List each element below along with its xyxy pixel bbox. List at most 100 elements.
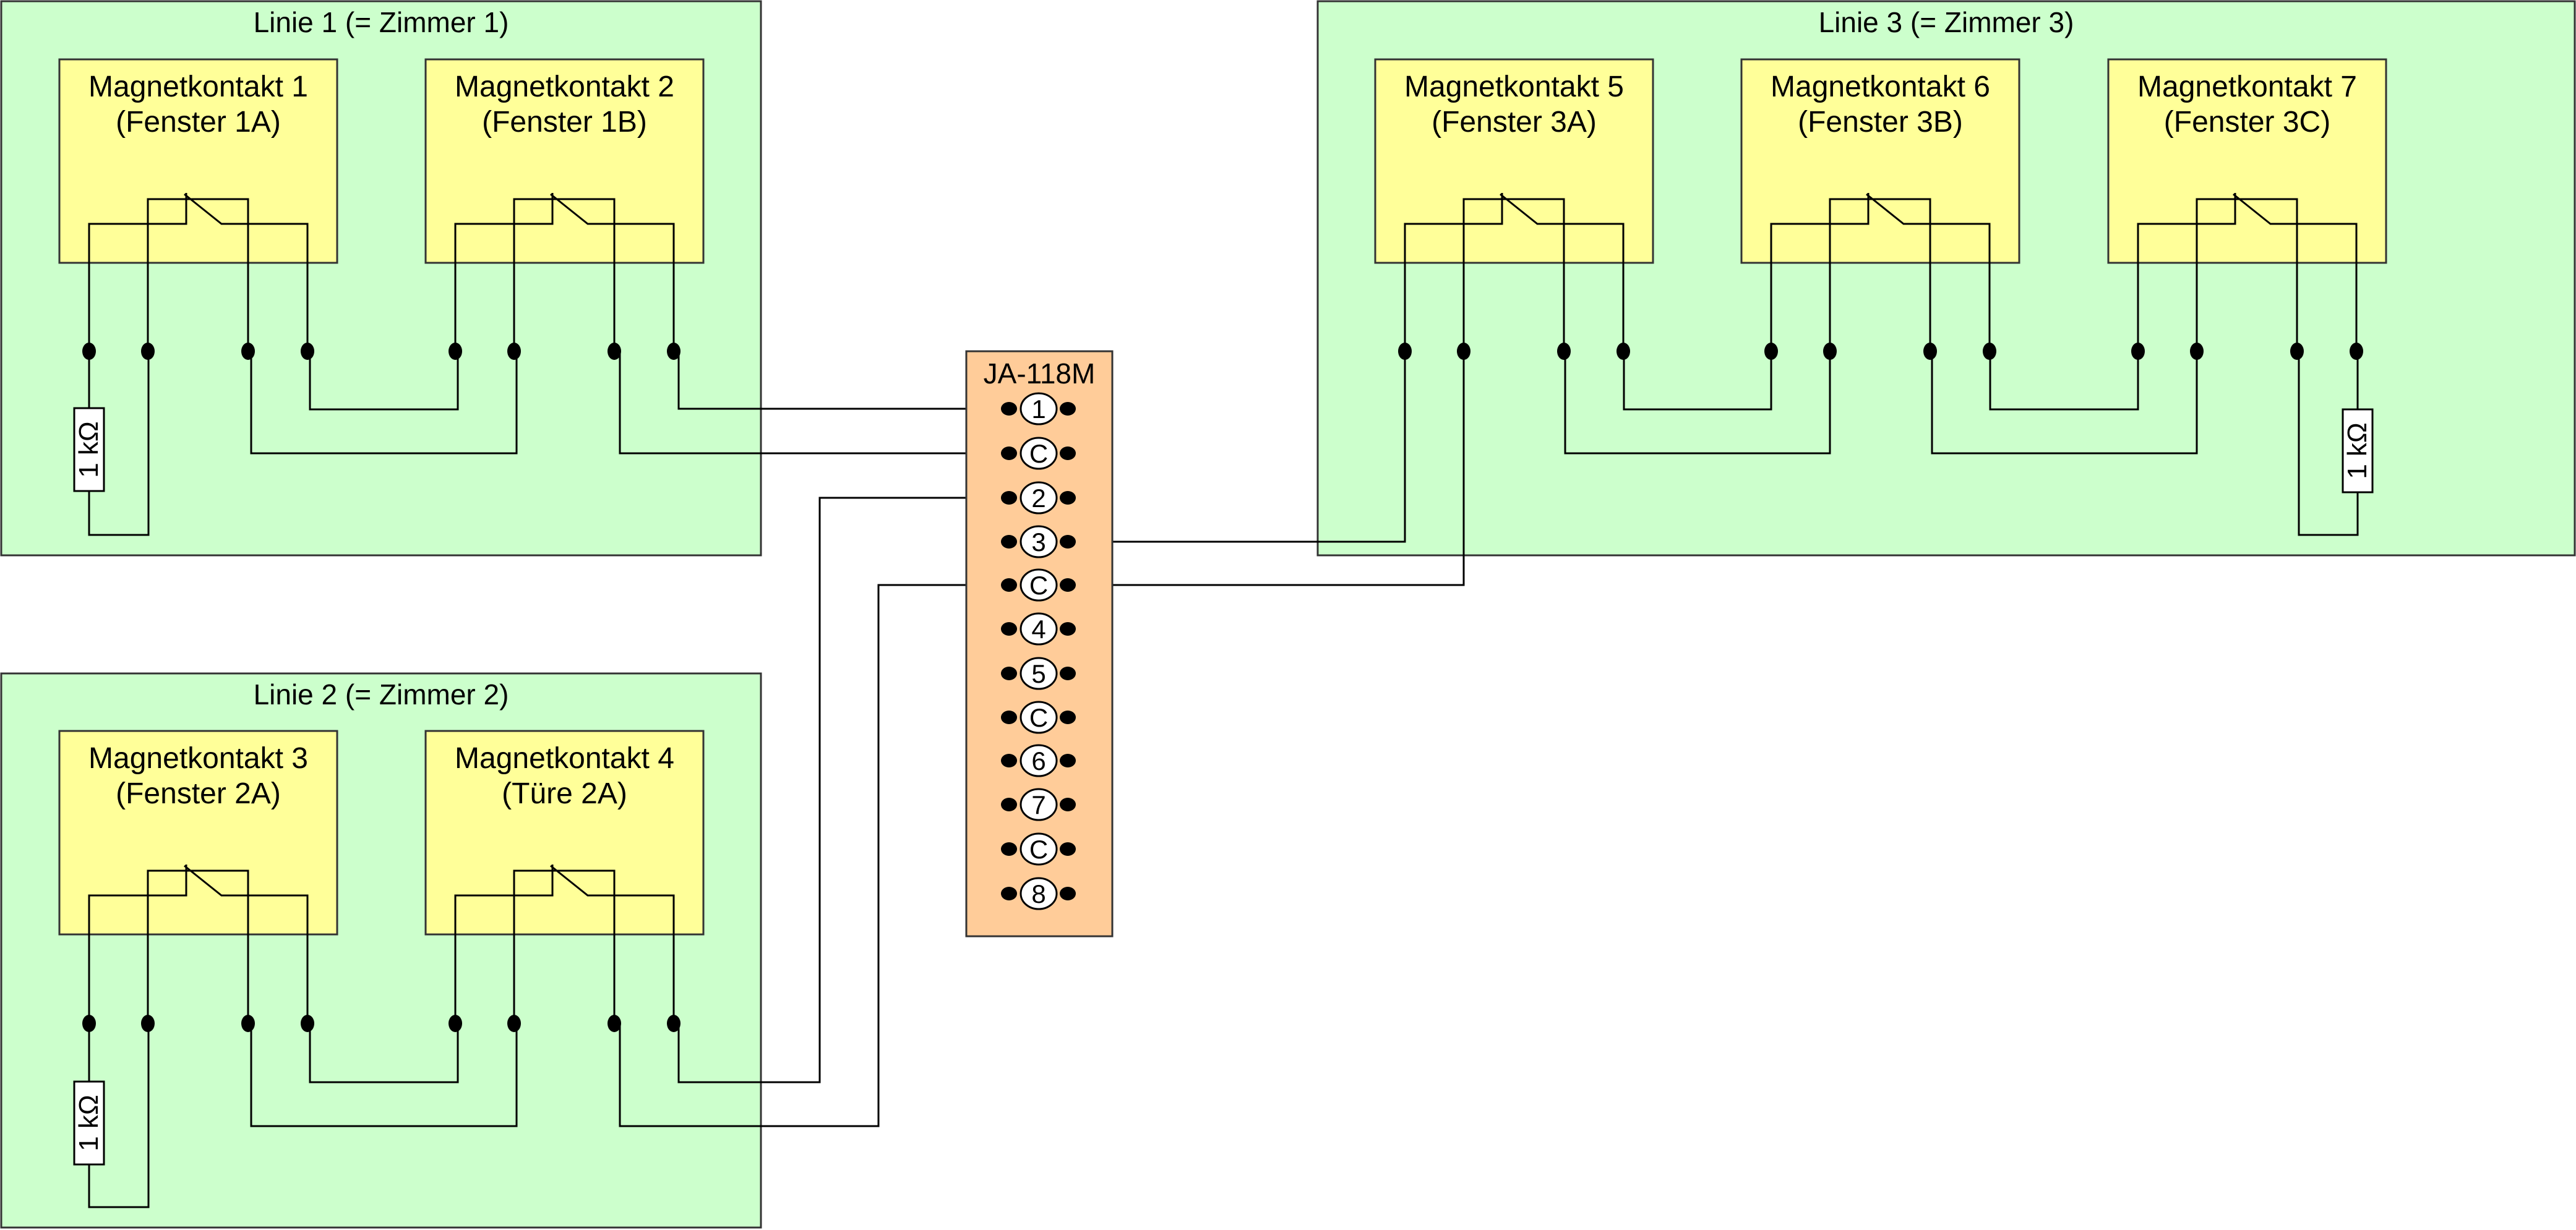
contact-location: (Fenster 3A) [1432, 106, 1597, 139]
terminal-circle [1020, 568, 1058, 602]
terminal-dot [2350, 343, 2363, 360]
zone-1-title: Linie 1 (= Zimmer 1) [254, 6, 509, 38]
terminal-label: C [1029, 703, 1048, 732]
terminal-label: 4 [1031, 615, 1045, 644]
terminal-right-dot [1060, 622, 1076, 636]
reed-switch-icon [88, 193, 309, 351]
terminal-left-dot [1001, 754, 1017, 767]
terminal-left-dot [1001, 446, 1017, 460]
wire-2 [309, 351, 459, 411]
terminal-right-dot [1060, 754, 1076, 767]
contact-location: (Fenster 3C) [2164, 106, 2330, 139]
magnet-contacts: Magnetkontakt 1(Fenster 1A)Magnetkontakt… [58, 58, 2387, 1032]
resistor-zone-2: 1 kΩ [73, 1080, 105, 1166]
wire-12 [1068, 351, 1465, 586]
reed-switch-icon [1770, 193, 1991, 351]
terminal-right-dot [1060, 402, 1076, 416]
zone-3-title: Linie 3 (= Zimmer 3) [1819, 6, 2074, 38]
contact-location: (Türe 2A) [502, 777, 627, 810]
terminal-dot [507, 343, 521, 360]
contact-location: (Fenster 3B) [1798, 106, 1963, 139]
terminal-label: 1 [1031, 395, 1045, 424]
terminal-left-dot [1001, 578, 1017, 592]
terminal-left-dot [1001, 842, 1017, 856]
terminal-left-dot [1001, 711, 1017, 724]
terminal-right-dot [1060, 798, 1076, 811]
terminal-circle [1020, 832, 1058, 866]
contact-name: Magnetkontakt 4 [455, 742, 674, 775]
terminal-label: 8 [1031, 879, 1045, 908]
terminal-C-2: C [1001, 437, 1076, 470]
wire-7 [309, 1023, 459, 1083]
wire-8 [250, 1023, 518, 1127]
terminal-circle [1020, 481, 1058, 515]
terminal-circle [1020, 392, 1058, 425]
wire-10 [619, 584, 1009, 1127]
resistor-zone-3: 1 kΩ [2342, 408, 2374, 493]
terminal-dot [1557, 343, 1571, 360]
wire-3 [250, 351, 518, 455]
contact-box [2107, 58, 2387, 264]
wire-11 [1068, 351, 1406, 543]
terminal-dot [241, 343, 255, 360]
resistor-3-label: 1 kΩ [2342, 422, 2372, 479]
terminal-6-9: 6 [1001, 744, 1076, 777]
magnet-contact-7: Magnetkontakt 7(Fenster 3C) [2107, 58, 2387, 360]
terminal-C-5: C [1001, 568, 1076, 602]
terminal-right-dot [1060, 667, 1076, 680]
wire-17 [2298, 351, 2359, 536]
resistor-zone-1: 1 kΩ [73, 407, 105, 492]
terminal-circle [1020, 612, 1058, 646]
terminal-circle [1020, 657, 1058, 690]
terminal-label: 3 [1031, 527, 1045, 557]
terminal-left-dot [1001, 535, 1017, 549]
zone-linie-2: Linie 2 (= Zimmer 2) [0, 672, 762, 1229]
terminal-3-4: 3 [1001, 525, 1076, 558]
contact-box [424, 58, 705, 264]
terminal-left-dot [1001, 402, 1017, 416]
resistor-2-body [73, 1080, 105, 1166]
terminal-C-8: C [1001, 701, 1076, 734]
resistor-1-body [73, 407, 105, 492]
magnet-contact-5: Magnetkontakt 5(Fenster 3A) [1374, 58, 1654, 360]
wire-4 [677, 351, 1009, 410]
terminal-dot [608, 343, 621, 360]
wire-5 [619, 351, 1009, 455]
terminal-right-dot [1060, 446, 1076, 460]
contact-name: Magnetkontakt 3 [88, 742, 308, 775]
terminal-circle [1020, 701, 1058, 734]
terminal-dot [1923, 343, 1937, 360]
contact-location: (Fenster 1B) [482, 106, 647, 139]
terminal-dot [449, 1015, 462, 1032]
contact-loop-wire [513, 869, 616, 1023]
contact-box [1374, 58, 1654, 264]
contact-location: (Fenster 2A) [116, 777, 281, 810]
terminal-left-dot [1001, 491, 1017, 505]
wire-1 [88, 351, 150, 536]
terminal-dot [301, 1015, 314, 1032]
resistor-2-label: 1 kΩ [74, 1095, 104, 1151]
terminal-dot [301, 343, 314, 360]
contact-loop-wire [147, 198, 249, 351]
terminal-dot [507, 1015, 521, 1032]
terminal-right-dot [1060, 887, 1076, 900]
terminal-7-10: 7 [1001, 788, 1076, 821]
contact-name: Magnetkontakt 2 [455, 70, 674, 103]
terminal-circle [1020, 437, 1058, 470]
reed-switch-icon [88, 865, 309, 1023]
wire-16 [1931, 351, 2198, 455]
terminal-label: C [1029, 835, 1048, 864]
wire-14 [1564, 351, 1831, 455]
reed-switch-icon [454, 865, 675, 1023]
terminal-label: 7 [1031, 790, 1045, 819]
terminal-right-dot [1060, 491, 1076, 505]
wire-13 [1623, 351, 1772, 411]
wire-15 [1989, 351, 2139, 411]
reed-switch-icon [2137, 193, 2358, 351]
terminal-label: C [1029, 439, 1048, 468]
contact-loop-wire [513, 198, 616, 351]
terminal-dot [241, 1015, 255, 1032]
